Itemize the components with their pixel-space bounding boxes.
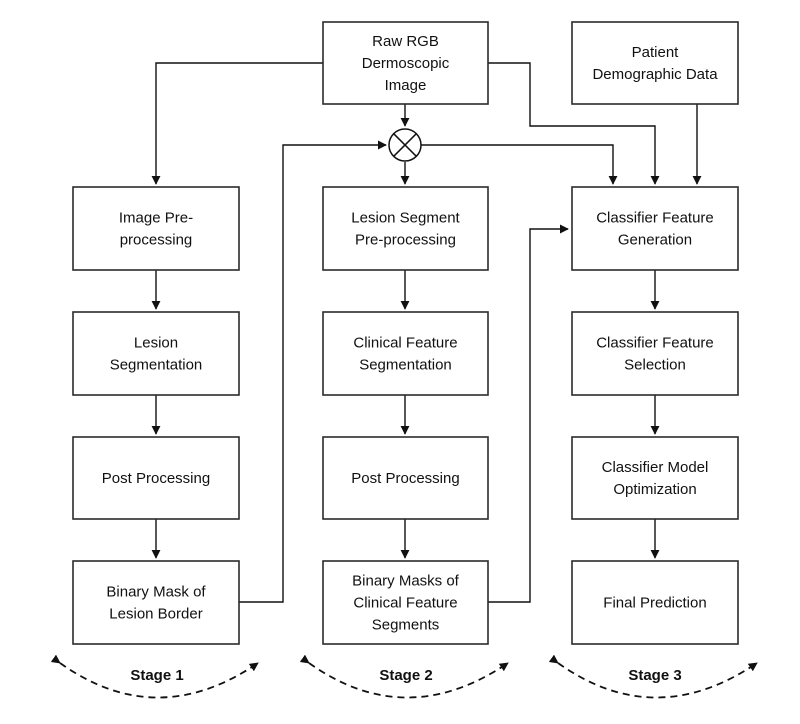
stage-2-cycle-arc [299,654,509,699]
box-label-line: Clinical Feature [353,595,457,612]
box-label-line: Classifier Model [602,459,709,476]
box-label-line: Segments [372,617,440,634]
box-label-line: Segmentation [110,357,203,374]
box-label-line: Binary Mask of [106,584,206,601]
box-label-line: processing [120,232,193,249]
arrow-combiner-to-featgen [421,144,618,185]
box-label-line: Image Pre- [119,210,193,227]
box-label-line: Image [385,77,427,94]
image-preprocessing-box: Image Pre-processing [72,186,240,271]
box-label-line: Dermoscopic [362,55,450,72]
box-label-line: Selection [624,357,686,374]
arrow-raw-to-featgen [488,62,660,185]
box-label-line: Demographic Data [592,66,718,83]
stage-2-label: Stage 2 [379,667,432,684]
binary-mask-border-label: Binary Mask of Lesion Border [106,584,206,623]
final-prediction-box: Final Prediction [571,560,739,645]
box-label-line: Raw RGB [372,33,439,50]
box-label-line: Optimization [613,481,696,498]
box-label-line: Classifier Feature [596,210,714,227]
box-label-line: Classifier Feature [596,335,714,352]
box-label-line: Lesion Segment [351,210,460,227]
final-prediction-label: Final Prediction [603,595,706,612]
arrow-clinmasks-to-featgen [488,224,569,603]
box-label-line: Binary Masks of [352,573,460,590]
post-processing-1-box: Post Processing [72,436,240,520]
image-preprocessing-label: Image Pre-processing [119,210,193,249]
connectors [151,62,702,603]
box-label-line: Segmentation [359,357,452,374]
stage-3-label: Stage 3 [628,667,681,684]
post-processing-2-label: Post Processing [351,470,459,487]
arrow-raw-to-preproc [151,62,323,185]
box-label-line: Clinical Feature [353,335,457,352]
box-label-line: Lesion [134,335,178,352]
box-label-line: Post Processing [102,470,210,487]
box-label-line: Final Prediction [603,595,706,612]
box-label-line: Lesion Border [109,606,202,623]
stage-3-cycle-arc [548,654,758,699]
post-processing-2-box: Post Processing [322,436,489,520]
box-label-line: Generation [618,232,692,249]
box-label-line: Post Processing [351,470,459,487]
binary-mask-border-box: Binary Mask of Lesion Border [72,560,240,645]
post-processing-1-label: Post Processing [102,470,210,487]
stage-1-label: Stage 1 [130,667,183,684]
stage-1-cycle-arc [50,654,259,699]
arrow-mask-to-combiner [239,140,387,603]
combiner-icon [388,128,422,162]
box-label-line: Patient [632,44,680,61]
box-label-line: Pre-processing [355,232,456,249]
stage-cycles [50,654,758,699]
